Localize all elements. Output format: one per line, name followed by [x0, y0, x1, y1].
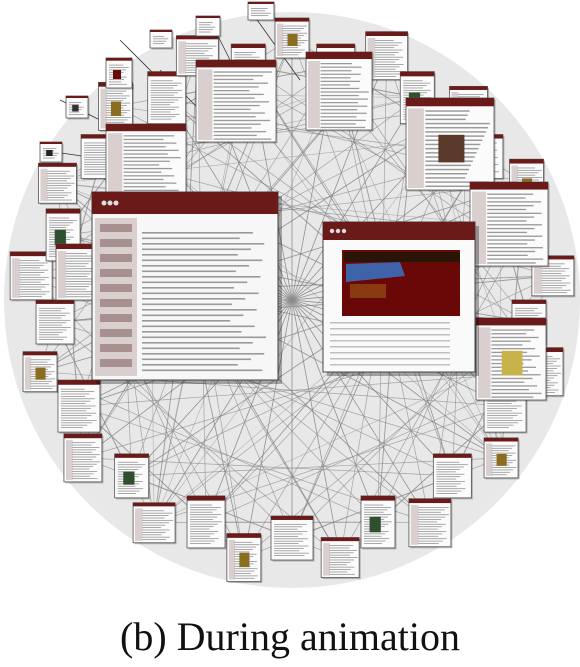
page-thumbnail [247, 1, 276, 22]
graph-nodes [9, 1, 576, 584]
page-thumbnail [483, 437, 520, 480]
graph-edge [166, 97, 431, 523]
page-thumbnail [475, 317, 548, 402]
page-thumbnail [195, 15, 222, 38]
graph-edge [78, 371, 545, 407]
graph-edge [30, 275, 293, 539]
graph-edge [153, 139, 441, 523]
page-thumbnail [274, 17, 311, 60]
page-thumbnail [9, 251, 54, 302]
graph-edge [247, 65, 341, 558]
page-thumbnail [98, 81, 134, 132]
page-thumbnail [360, 495, 397, 550]
focus-page-left [91, 191, 282, 384]
page-thumbnail [35, 299, 76, 346]
page-thumbnail [186, 495, 227, 550]
figure-caption: (b) During animation [120, 614, 460, 659]
page-thumbnail [270, 515, 315, 562]
page-thumbnail [114, 453, 151, 500]
graph-edge [149, 97, 418, 151]
page-thumbnail [105, 57, 134, 90]
page-thumbnail [65, 95, 90, 120]
page-thumbnail [22, 351, 59, 394]
page-thumbnail [469, 181, 550, 268]
graph-edge [243, 65, 337, 558]
graph-edge [205, 55, 387, 523]
page-thumbnail [175, 35, 220, 78]
page-thumbnail [405, 97, 496, 192]
page-thumbnail [305, 51, 374, 132]
focus-page-right [322, 221, 479, 376]
page-thumbnail [147, 71, 188, 126]
page-thumbnail [63, 433, 104, 484]
page-thumbnail [132, 502, 177, 545]
graph-visualization [4, 1, 580, 588]
page-thumbnail [149, 29, 174, 50]
graph-edge [131, 275, 554, 477]
page-thumbnail [320, 537, 361, 580]
page-thumbnail [226, 533, 263, 584]
page-thumbnail [57, 379, 102, 434]
page-thumbnail [39, 141, 64, 164]
page-thumbnail [38, 162, 78, 205]
page-thumbnail [195, 59, 278, 144]
page-thumbnail [432, 453, 473, 500]
page-thumbnail [408, 498, 453, 549]
